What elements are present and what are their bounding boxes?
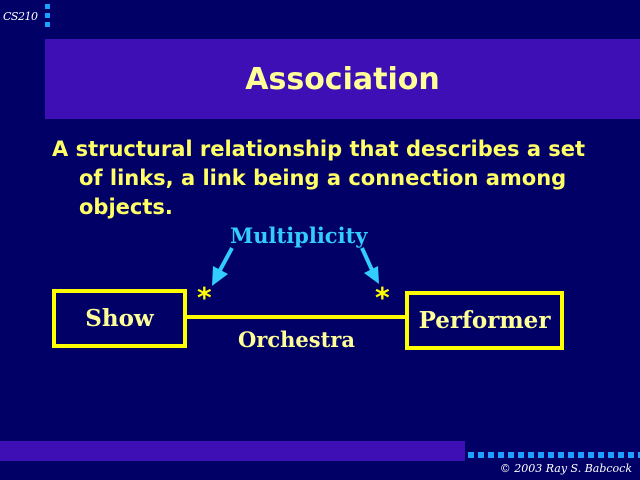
association-line — [187, 315, 405, 319]
slide-title: Association — [245, 61, 440, 97]
right-multiplicity-arrow — [360, 247, 379, 284]
copyright-text: © 2003 Ray S. Babcock — [499, 462, 632, 475]
decorative-dots-bottom — [468, 452, 640, 458]
class-box-show: Show — [52, 289, 187, 348]
slide-body-text: A structural relationship that describes… — [52, 137, 586, 219]
course-tag: CS210 — [3, 10, 38, 23]
right-multiplicity-star: * — [375, 281, 390, 314]
multiplicity-label: Multiplicity — [230, 223, 368, 248]
footer-band — [0, 441, 465, 461]
left-multiplicity-arrow — [212, 247, 234, 286]
left-multiplicity-star: * — [197, 281, 212, 314]
class-box-performer: Performer — [405, 291, 564, 350]
association-name: Orchestra — [238, 327, 355, 352]
decorative-dots-top — [45, 4, 51, 31]
class-name-show: Show — [85, 305, 154, 332]
title-band: Association — [45, 39, 640, 119]
class-name-performer: Performer — [418, 307, 551, 334]
